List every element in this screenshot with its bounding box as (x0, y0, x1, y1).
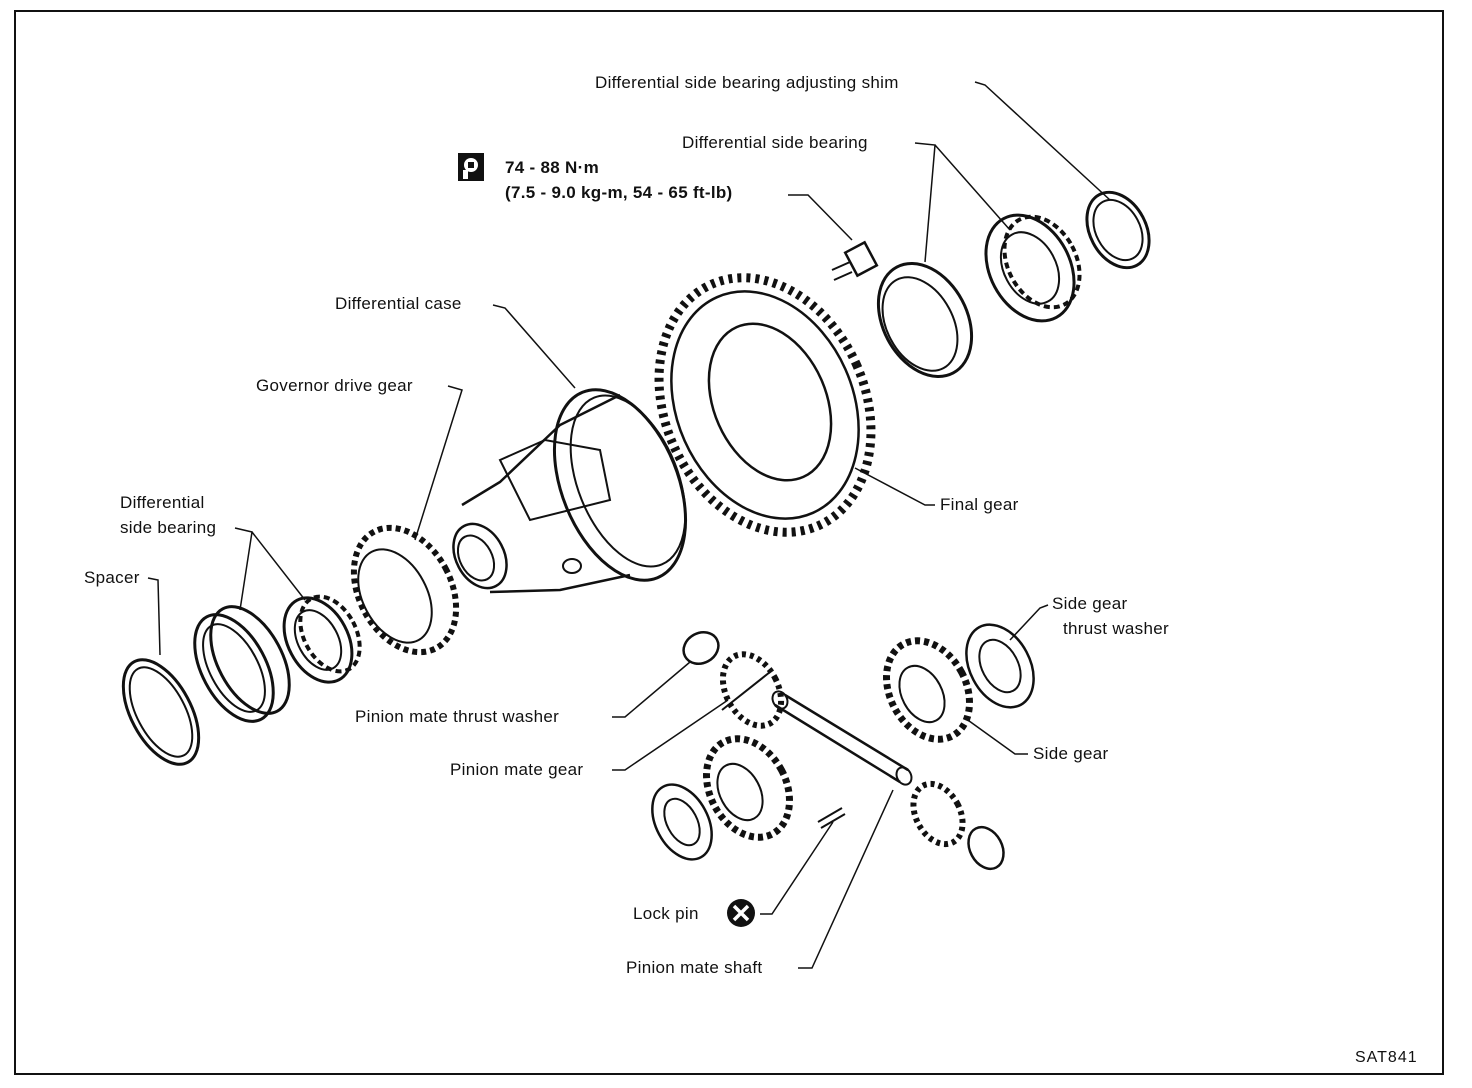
leader-side-gear (965, 718, 1028, 754)
label-pinion-mate-shaft: Pinion mate shaft (626, 958, 763, 977)
label-adjusting-shim: Differential side bearing adjusting shim (595, 73, 899, 92)
label-side-gear-washer-2: thrust washer (1063, 619, 1169, 638)
leader-left-bearing (235, 528, 305, 610)
right-bearing-race-part (860, 247, 991, 392)
label-differential-case: Differential case (335, 294, 462, 313)
label-side-gear-washer-1: Side gear (1052, 594, 1128, 613)
label-pinion-mate-gear: Pinion mate gear (450, 760, 584, 779)
label-side-bearing-left-2: side bearing (120, 518, 217, 537)
do-not-reuse-icon (727, 899, 755, 927)
leader-torque (788, 195, 852, 240)
leader-pinion-washer (612, 662, 690, 717)
label-pinion-mate-thrust-washer: Pinion mate thrust washer (355, 707, 560, 726)
side-washer-right-part (953, 613, 1047, 719)
leader-final-gear (855, 468, 935, 505)
left-tapered-bearing-part (270, 586, 371, 694)
pinion-washer-part (678, 626, 724, 669)
lock-pin-part (818, 808, 845, 828)
differential-case-part (443, 371, 711, 600)
label-side-gear: Side gear (1033, 744, 1109, 763)
spacer-part (108, 648, 214, 777)
label-governor-drive-gear: Governor drive gear (256, 376, 413, 395)
label-side-bearing-right: Differential side bearing (682, 133, 868, 152)
leader-spacer (148, 578, 160, 655)
adjusting-shim-part (1074, 182, 1161, 279)
left-bearing-race-part (179, 594, 306, 734)
leader-case (493, 305, 575, 388)
pinion-gear-upper-part (711, 644, 793, 736)
bolt-part (832, 242, 877, 280)
label-final-gear: Final gear (940, 495, 1019, 514)
label-side-bearing-left-1: Differential (120, 493, 205, 512)
leader-side-bearing-right (915, 143, 1010, 262)
label-lock-pin: Lock pin (633, 904, 699, 923)
leader-pinion-shaft (798, 790, 893, 968)
diagram-frame (14, 10, 1444, 1075)
pinion-gear-lower-part (904, 775, 973, 852)
leader-lock-pin (760, 822, 833, 914)
governor-gear-part (333, 510, 476, 670)
final-gear-part (620, 244, 910, 567)
leader-governor (415, 386, 462, 540)
leader-side-gear-washer (1010, 605, 1048, 640)
right-tapered-bearing-part (968, 200, 1094, 336)
label-torque-line1: 74 - 88 N·m (505, 158, 600, 177)
side-washer-lower-part (640, 774, 723, 869)
label-torque-line2: (7.5 - 9.0 kg-m, 54 - 65 ft-lb) (505, 183, 733, 202)
figure-code: SAT841 (1355, 1049, 1418, 1066)
torque-wrench-icon (458, 153, 484, 181)
leader-lines (148, 82, 1110, 968)
side-gear-right-part (870, 626, 986, 754)
pinion-shaft-part (770, 689, 915, 787)
leader-shim (975, 82, 1110, 200)
pinion-washer-lower-part (962, 821, 1011, 875)
leader-pinion-gear (612, 700, 728, 770)
label-spacer: Spacer (84, 568, 140, 587)
side-gear-lower-part (690, 724, 806, 852)
